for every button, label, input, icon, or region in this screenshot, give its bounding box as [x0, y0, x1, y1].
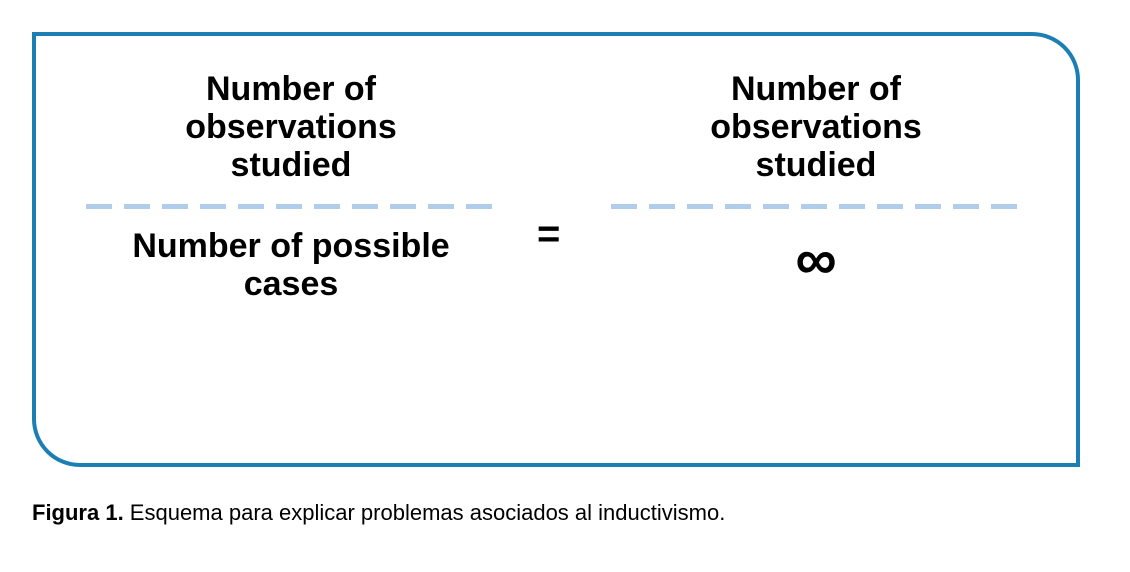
fraction-left: Number of observations studied Number of… [56, 70, 526, 337]
fraction-right: Number of observations studied ∞ [581, 70, 1051, 341]
fraction-left-denominator: Number of possible cases [132, 227, 450, 304]
equation-container: Number of observations studied Number of… [32, 32, 1080, 467]
figure-frame [32, 32, 1080, 467]
fraction-left-numerator: Number of observations studied [185, 70, 397, 185]
equals-operator: = [537, 212, 561, 256]
fraction-right-bar [611, 204, 1021, 209]
figure-caption: Figura 1. Esquema para explicar problema… [32, 498, 1092, 528]
figure-caption-label: Figura 1. [32, 500, 124, 525]
fraction-left-bar [86, 204, 496, 209]
figure-caption-text: Esquema para explicar problemas asociado… [123, 500, 726, 525]
fraction-right-denominator-infinity: ∞ [795, 227, 837, 292]
fraction-right-numerator: Number of observations studied [710, 70, 922, 185]
